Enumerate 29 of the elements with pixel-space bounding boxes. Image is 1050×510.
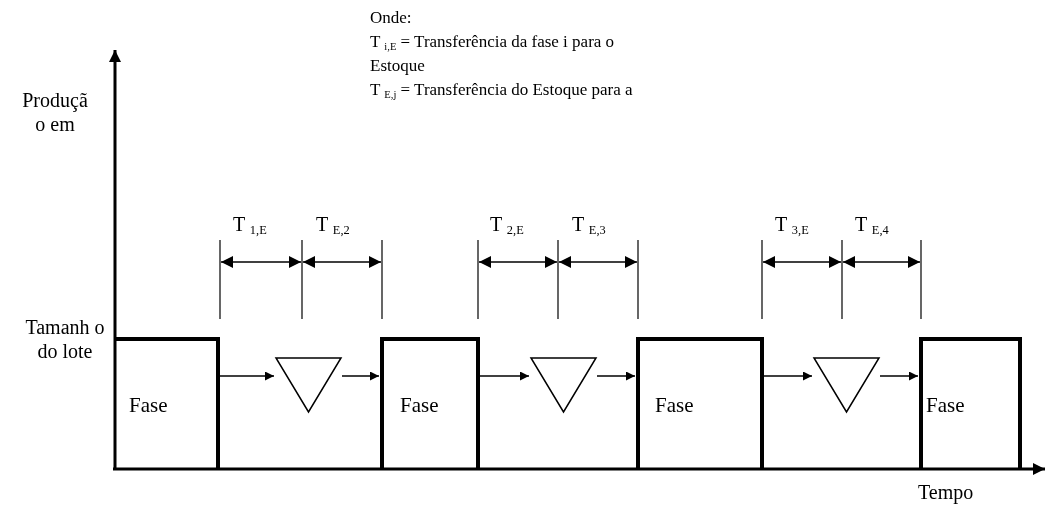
arrow xyxy=(879,371,919,381)
dimension-label: T $_{E,2}$ xyxy=(316,212,351,236)
dimension-label: T $_{E,3}$ xyxy=(572,212,607,236)
inventory-triangle xyxy=(813,357,880,413)
arrow xyxy=(341,371,380,381)
axis-label: Produçã o em xyxy=(21,88,89,136)
phase-label: Fase xyxy=(655,392,694,418)
phase-box xyxy=(115,337,220,469)
inventory-triangle xyxy=(275,357,342,413)
phase-box xyxy=(380,337,480,469)
phase-box xyxy=(636,337,764,469)
axis-label: Tamanh o do lote xyxy=(24,315,106,363)
arrow xyxy=(763,371,813,381)
note-heading: Onde: xyxy=(370,7,413,29)
arrow xyxy=(219,371,275,381)
phase-label: Fase xyxy=(129,392,168,418)
dimension-label: T $_{2,E}$ xyxy=(490,212,525,236)
arrow xyxy=(479,371,530,381)
dimension-label: T $_{E,4}$ xyxy=(855,212,890,236)
phase-label: Fase xyxy=(926,392,965,418)
axis-label: Tempo xyxy=(918,480,975,504)
legend-note: T $_{E,j}$ = Transferência do Estoque para a xyxy=(370,79,634,102)
arrow xyxy=(596,371,636,381)
legend-note: T $_{i,E}$ = Transferência da fase i para o Estoque xyxy=(370,31,616,77)
inventory-triangle xyxy=(530,357,597,413)
phase-label: Fase xyxy=(400,392,439,418)
dimension-label: T $_{3,E}$ xyxy=(775,212,810,236)
phase-box xyxy=(919,337,1022,469)
dimension-label: T $_{1,E}$ xyxy=(233,212,268,236)
